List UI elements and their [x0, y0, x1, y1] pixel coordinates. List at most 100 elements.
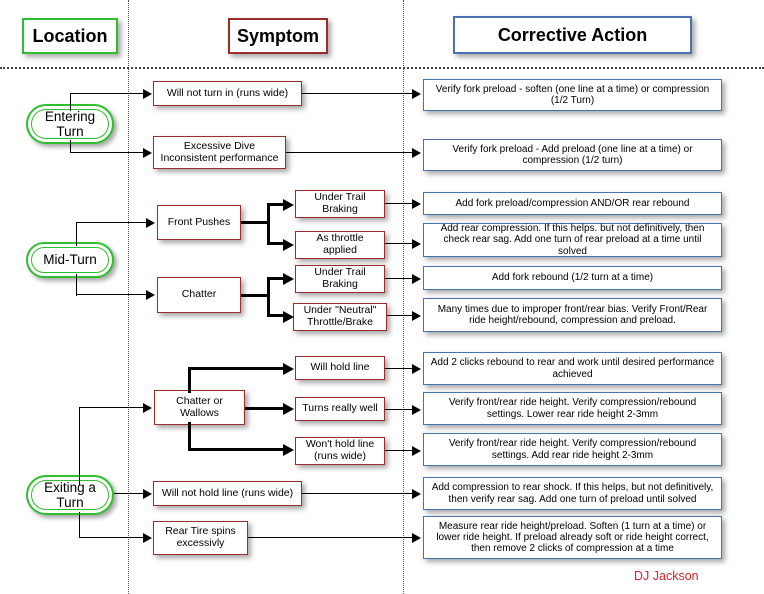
arrowhead-action3	[412, 198, 421, 209]
action-measure-rear-ride-height-label: Measure rear ride height/preload. Soften…	[436, 520, 709, 555]
sub-symptom-will-hold-line[interactable]: Will hold line	[295, 356, 385, 380]
connector-exiting-down	[79, 512, 81, 538]
connector-sub2-to-action4	[385, 243, 414, 245]
action-add-rear-ride-height[interactable]: Verify front/rear ride height. Verify co…	[423, 433, 722, 466]
connector-symptom6-to-action10	[302, 493, 414, 495]
sub-symptom-turns-really-well[interactable]: Turns really well	[295, 397, 385, 421]
action-add-2-clicks-rebound-label: Add 2 clicks rebound to rear and work un…	[430, 357, 715, 380]
header-symptom: Symptom	[228, 18, 328, 54]
column-divider-location-symptom	[128, 0, 129, 594]
connector-front-pushes-to-throttle	[267, 242, 285, 245]
connector-chatter-to-trail-braking	[267, 277, 285, 280]
header-symptom-label: Symptom	[236, 25, 319, 46]
symptom-chatter[interactable]: Chatter	[157, 277, 241, 313]
symptom-excessive-dive[interactable]: Excessive Dive Inconsistent performance	[153, 136, 286, 169]
connector-chatter-stem	[241, 294, 269, 297]
header-corrective-action: Corrective Action	[453, 16, 692, 54]
connector-symptom1-to-action1	[302, 93, 414, 95]
connector-front-pushes-stem	[241, 221, 269, 224]
connector-sub1-to-action3	[385, 203, 414, 205]
location-mid-turn-label: Mid-Turn	[43, 252, 97, 268]
header-corrective-action-label: Corrective Action	[497, 24, 648, 45]
connector-entering-to-symptom2	[70, 152, 144, 154]
sub-symptom-under-neutral-throttle-brake[interactable]: Under "Neutral" Throttle/Brake	[293, 303, 387, 331]
connector-sub7-to-action9	[385, 450, 414, 452]
arrowhead-exiting-chatter-wallows	[143, 402, 152, 413]
action-lower-rear-ride-height[interactable]: Verify front/rear ride height. Verify co…	[423, 392, 722, 425]
sub-symptom-turns-really-well-label: Turns really well	[302, 402, 378, 415]
action-add-fork-preload-compression[interactable]: Add fork preload/compression AND/OR rear…	[423, 192, 722, 215]
action-verify-fork-preload-add-label: Verify fork preload - Add preload (one l…	[452, 143, 693, 166]
location-mid-turn[interactable]: Mid-Turn	[26, 242, 114, 278]
connector-midturn-to-chatter	[76, 294, 148, 296]
connector-symptom2-to-action2	[286, 152, 414, 154]
action-verify-fork-preload-soften[interactable]: Verify fork preload - soften (one line a…	[423, 79, 722, 111]
arrowhead-action10	[412, 488, 421, 499]
connector-sub3-to-action5	[385, 278, 414, 280]
connector-entering-up	[70, 93, 72, 111]
symptom-will-not-turn-in[interactable]: Will not turn in (runs wide)	[153, 81, 302, 106]
arrowhead-front-pushes-trail-braking	[283, 198, 294, 211]
action-verify-fork-preload-add[interactable]: Verify fork preload - Add preload (one l…	[423, 139, 722, 171]
arrowhead-action9	[412, 445, 421, 456]
arrowhead-action7	[412, 363, 421, 374]
action-verify-fork-preload-soften-label: Verify fork preload - soften (one line a…	[435, 83, 710, 106]
action-add-rear-compression-label: Add rear compression. If this helps. but…	[440, 223, 705, 257]
arrowhead-wallows-wont-hold	[283, 444, 294, 456]
connector-sub5-to-action7	[385, 368, 414, 370]
connector-entering-to-symptom1	[70, 93, 144, 95]
action-add-rear-compression[interactable]: Add rear compression. If this helps. but…	[423, 223, 722, 257]
arrowhead-exiting-will-not-hold	[143, 488, 152, 499]
sub-symptom-under-trail-braking-chatter[interactable]: Under Trail Braking	[295, 265, 385, 293]
action-improper-front-rear-bias[interactable]: Many times due to improper front/rear bi…	[423, 298, 722, 332]
connector-exiting-to-chatter-wallows	[79, 407, 145, 409]
symptom-rear-tire-spins[interactable]: Rear Tire spins excessivly	[153, 521, 248, 555]
author-signature: DJ Jackson	[634, 569, 699, 583]
symptom-front-pushes[interactable]: Front Pushes	[157, 205, 241, 240]
connector-wallows-riser-up	[188, 367, 191, 393]
symptom-will-not-turn-in-label: Will not turn in (runs wide)	[166, 86, 289, 99]
header-location-label: Location	[32, 25, 108, 46]
connector-midturn-to-front-pushes	[76, 222, 148, 224]
arrowhead-midturn-chatter	[146, 289, 155, 300]
symptom-will-not-hold-line[interactable]: Will not hold line (runs wide)	[153, 481, 302, 506]
location-exiting-turn-label: Exiting a Turn	[44, 479, 96, 510]
connector-symptom7-to-action11	[248, 537, 414, 539]
action-add-rear-ride-height-label: Verify front/rear ride height. Verify co…	[448, 438, 697, 461]
header-divider	[0, 67, 764, 69]
action-lower-rear-ride-height-label: Verify front/rear ride height. Verify co…	[448, 397, 697, 420]
symptom-will-not-hold-line-label: Will not hold line (runs wide)	[161, 486, 294, 499]
action-add-fork-rebound[interactable]: Add fork rebound (1/2 turn at a time)	[423, 266, 722, 290]
symptom-excessive-dive-label: Excessive Dive Inconsistent performance	[160, 139, 279, 164]
arrowhead-front-pushes-throttle	[283, 238, 294, 251]
arrowhead-action4	[412, 238, 421, 249]
action-add-2-clicks-rebound[interactable]: Add 2 clicks rebound to rear and work un…	[423, 352, 722, 385]
arrowhead-entering-symptom1	[143, 88, 152, 99]
connector-chatter-riser	[267, 277, 270, 317]
connector-wallows-to-will-hold	[188, 367, 285, 370]
sub-symptom-wont-hold-line[interactable]: Won't hold line (runs wide)	[295, 437, 385, 465]
connector-exiting-up	[79, 407, 81, 485]
action-add-compression-rear-shock-label: Add compression to rear shock. If this h…	[431, 482, 714, 505]
symptom-front-pushes-label: Front Pushes	[167, 215, 231, 228]
connector-sub6-to-action8	[385, 409, 414, 411]
location-entering-turn-label: Entering Turn	[44, 108, 96, 139]
sub-symptom-under-trail-braking-front[interactable]: Under Trail Braking	[295, 190, 385, 218]
sub-symptom-as-throttle-applied[interactable]: As throttle applied	[295, 231, 385, 259]
arrowhead-action2	[412, 147, 421, 158]
location-exiting-turn[interactable]: Exiting a Turn	[26, 475, 114, 515]
column-divider-symptom-action	[403, 0, 404, 594]
arrowhead-action11	[412, 532, 421, 543]
arrowhead-midturn-front-pushes	[146, 217, 155, 228]
symptom-chatter-or-wallows[interactable]: Chatter or Wallows	[154, 390, 245, 425]
arrowhead-chatter-neutral	[283, 310, 294, 323]
sub-symptom-will-hold-line-label: Will hold line	[310, 361, 370, 374]
connector-midturn-down	[76, 274, 78, 296]
action-add-compression-rear-shock[interactable]: Add compression to rear shock. If this h…	[423, 477, 722, 510]
sub-symptom-under-trail-braking-chatter-label: Under Trail Braking	[314, 266, 366, 290]
connector-chatter-to-neutral	[267, 314, 285, 317]
arrowhead-chatter-trail-braking	[283, 272, 294, 285]
action-measure-rear-ride-height[interactable]: Measure rear ride height/preload. Soften…	[423, 516, 722, 559]
arrowhead-entering-symptom2	[143, 147, 152, 158]
connector-front-pushes-riser	[267, 203, 270, 244]
